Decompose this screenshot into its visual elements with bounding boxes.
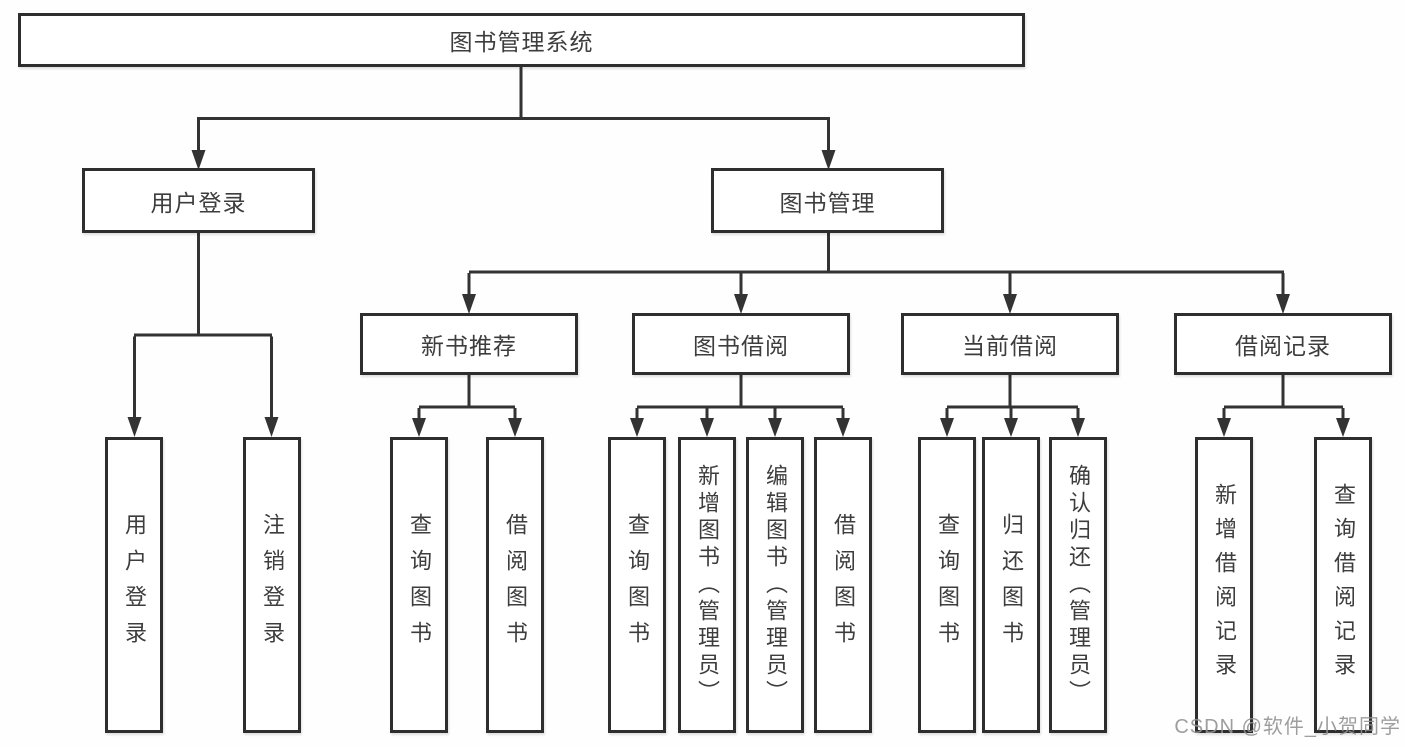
leaf-add-borrow-record-label: 新增借阅记录 <box>1212 483 1237 687</box>
leaf-add-book-admin-label: 新增图书（管理员） <box>695 463 720 707</box>
node-book-borrow-label: 图书借阅 <box>693 333 789 359</box>
leaf-edit-book-admin-label: 编辑图书（管理员） <box>763 463 788 707</box>
leaf-recommend-borrow-book-label: 借阅图书 <box>503 513 528 657</box>
connector-borrow-record-arrowheads <box>1217 418 1350 437</box>
node-current-borrow: 当前借阅 <box>901 313 1119 375</box>
node-user-login: 用户登录 <box>82 168 315 233</box>
leaf-query-borrow-record: 查询借阅记录 <box>1314 437 1372 733</box>
leaf-return-book: 归还图书 <box>982 437 1040 733</box>
leaf-borrow-book-label: 借阅图书 <box>831 513 856 657</box>
leaf-borrow-query-book-label: 查询图书 <box>625 513 650 657</box>
connector-new-book-arrowheads <box>412 418 522 437</box>
watermark: CSDN @软件_小贺同学 <box>1174 716 1401 738</box>
leaf-recommend-borrow-book: 借阅图书 <box>486 437 544 733</box>
leaf-query-borrow-record-label: 查询借阅记录 <box>1331 483 1356 687</box>
connector-root <box>197 67 830 152</box>
leaf-edit-book-admin: 编辑图书（管理员） <box>746 437 804 733</box>
leaf-confirm-return-admin: 确认归还（管理员） <box>1049 437 1107 733</box>
node-root: 图书管理系统 <box>18 13 1025 67</box>
node-book-mgmt-label: 图书管理 <box>779 189 876 216</box>
leaf-return-book-label: 归还图书 <box>999 513 1024 657</box>
node-user-login-label: 用户登录 <box>150 189 247 216</box>
leaf-user-login: 用户登录 <box>105 437 163 733</box>
node-root-label: 图书管理系统 <box>449 29 594 55</box>
leaf-add-borrow-record: 新增借阅记录 <box>1195 437 1253 733</box>
connector-user-login <box>133 233 273 419</box>
connector-book-borrow-arrowheads <box>630 418 850 437</box>
connector-new-book <box>417 375 517 420</box>
node-borrow-record-label: 借阅记录 <box>1235 333 1331 359</box>
connector-user-login-arrowheads <box>127 417 279 437</box>
leaf-logout: 注销登录 <box>243 437 301 733</box>
leaf-recommend-query-book-label: 查询图书 <box>407 513 432 657</box>
connector-book-borrow <box>635 375 845 420</box>
leaf-borrow-query-book: 查询图书 <box>608 437 666 733</box>
leaf-current-query-book: 查询图书 <box>918 437 976 733</box>
connector-current-borrow <box>945 375 1080 420</box>
leaf-borrow-book: 借阅图书 <box>814 437 872 733</box>
node-current-borrow-label: 当前借阅 <box>962 333 1058 359</box>
connector-book-mgmt <box>467 233 1285 296</box>
leaf-recommend-query-book: 查询图书 <box>390 437 448 733</box>
leaf-confirm-return-admin-label: 确认归还（管理员） <box>1066 463 1091 707</box>
connector-book-mgmt-arrowheads <box>462 294 1290 314</box>
leaf-add-book-admin: 新增图书（管理员） <box>678 437 736 733</box>
node-new-book-recommend-label: 新书推荐 <box>421 333 517 359</box>
connector-root-arrowheads <box>191 150 836 170</box>
node-book-borrow: 图书借阅 <box>632 313 850 375</box>
connector-current-borrow-arrowheads <box>940 418 1085 437</box>
node-new-book-recommend: 新书推荐 <box>360 313 578 375</box>
leaf-user-login-label: 用户登录 <box>122 513 147 657</box>
node-borrow-record: 借阅记录 <box>1174 313 1392 375</box>
connector-borrow-record <box>1222 375 1345 420</box>
leaf-current-query-book-label: 查询图书 <box>935 513 960 657</box>
leaf-logout-label: 注销登录 <box>260 513 285 657</box>
node-book-mgmt: 图书管理 <box>711 168 944 233</box>
